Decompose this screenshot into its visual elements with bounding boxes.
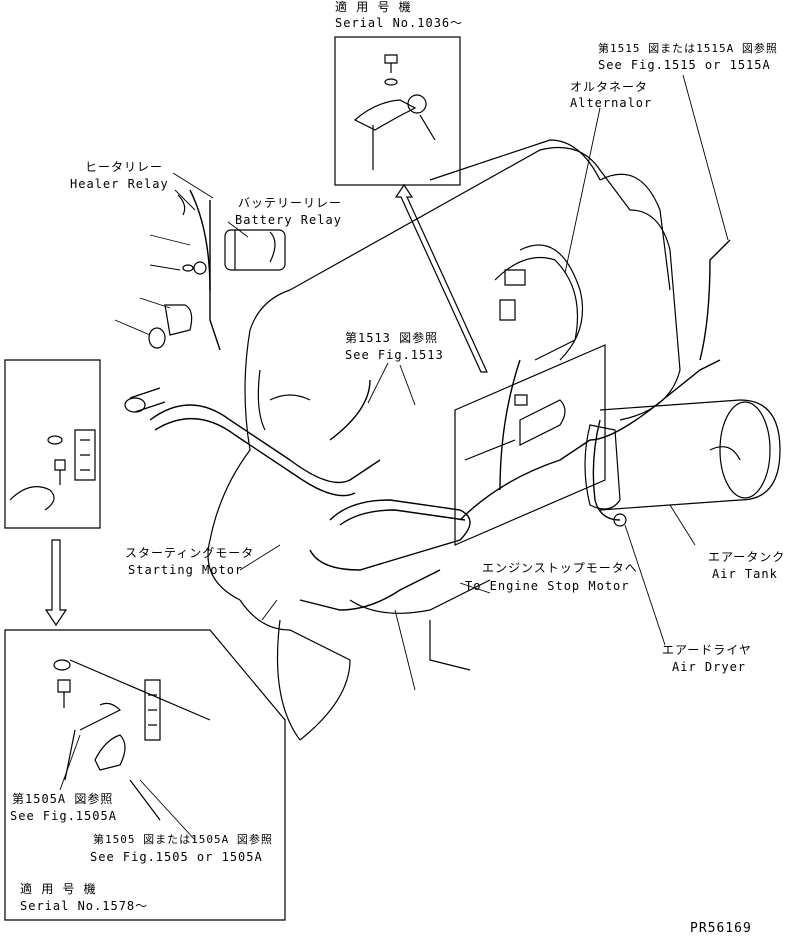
- serial-bottom-en-label: Serial No.1578～: [20, 899, 149, 913]
- serial-top-jp-label: 適 用 号 機: [335, 0, 412, 14]
- heater-relay-en-label: Healer Relay: [70, 177, 169, 191]
- stop-motor-jp-label: エンジンストップモータへ: [482, 561, 638, 575]
- starting-motor-en-label: Starting Motor: [128, 563, 244, 577]
- see-1515-en-label: See Fig.1515 or 1515A: [598, 58, 771, 72]
- stop-motor-en-label: To Engine Stop Motor: [465, 579, 630, 593]
- alternator-lines: [494, 256, 579, 361]
- inset-box-bottom-left: [4, 629, 286, 921]
- inset-top-parts: [353, 54, 436, 170]
- inset-left-parts: [9, 429, 96, 511]
- alternator-en-label: Alternalor: [570, 96, 653, 110]
- see-1505a-en-label: See Fig.1505A: [10, 809, 117, 823]
- heater-relay-jp-label: ヒータリレー: [85, 160, 164, 174]
- air-dryer-en-label: Air Dryer: [672, 660, 747, 674]
- inset-box-right: [454, 344, 606, 546]
- see-1515-jp-label: 第1515 図または1515A 図参照: [598, 42, 778, 55]
- see-1505a-jp-label: 第1505A 図参照: [12, 792, 114, 806]
- see-1505-jp-label: 第1505 図または1505A 図参照: [93, 833, 273, 846]
- inset-box-top: [334, 36, 461, 186]
- air-dryer-jp-label: エアードライヤ: [662, 643, 752, 657]
- see-1505-en-label: See Fig.1505 or 1505A: [90, 850, 263, 864]
- see-1513-jp-label: 第1513 図参照: [345, 331, 439, 345]
- air-tank-en-label: Air Tank: [712, 567, 778, 581]
- starting-motor-jp-label: スターティングモータ: [125, 546, 255, 560]
- leader-lines: [59, 74, 729, 841]
- relay-parts: [124, 194, 286, 413]
- inset-bottom-parts: [53, 659, 211, 821]
- drawing-number: PR56169: [690, 921, 752, 936]
- arrow-down-left: [44, 539, 68, 627]
- battery-relay-jp-label: バッテリーリレー: [238, 196, 343, 210]
- wiring-harness: [149, 189, 731, 611]
- arrow-to-top-inset: [394, 183, 488, 373]
- air-tank-shape: [599, 399, 781, 511]
- battery-relay-en-label: Battery Relay: [235, 213, 342, 227]
- air-tank-jp-label: エアータンク: [708, 550, 786, 564]
- see-1513-en-label: See Fig.1513: [345, 348, 444, 362]
- alternator-jp-label: オルタネータ: [570, 80, 649, 94]
- engine-outline: [207, 139, 681, 741]
- inset-right-parts: [464, 394, 566, 461]
- serial-top-en-label: Serial No.1036～: [335, 16, 464, 30]
- inset-box-left: [4, 359, 101, 529]
- serial-bottom-jp-label: 適 用 号 機: [20, 882, 97, 896]
- air-dryer-shape: [584, 424, 627, 527]
